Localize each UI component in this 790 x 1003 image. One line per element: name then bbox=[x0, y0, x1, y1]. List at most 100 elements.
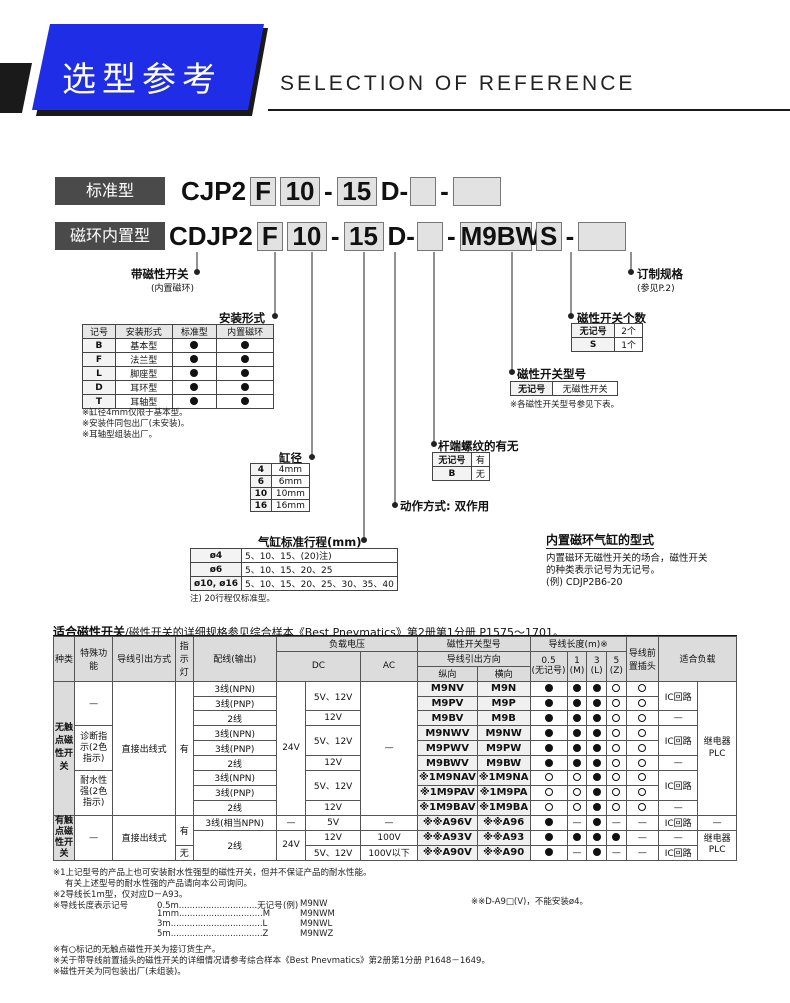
code-box-rod bbox=[416, 221, 443, 251]
head-kind: 种类 bbox=[52, 636, 76, 682]
func-diagnostic: 诊断指示(2色指示) bbox=[74, 725, 114, 772]
stroke-bore: ø6 bbox=[190, 562, 242, 577]
code-box-bore: 10 bbox=[280, 176, 321, 206]
load-none: — bbox=[658, 710, 699, 727]
stroke-values: 5、10、15、20、25、30、35、40 bbox=[240, 576, 398, 591]
stroke-title: 气缸标准行程(mm) bbox=[258, 535, 362, 549]
func-none: — bbox=[74, 680, 114, 727]
model-horizontal: ※※A96 bbox=[476, 814, 531, 831]
wiring: 2线 bbox=[192, 710, 277, 727]
page-title-en: SELECTION OF REFERENCE bbox=[280, 72, 636, 95]
model-vertical: M9NWV bbox=[417, 725, 478, 742]
mount-type: 耳环型 bbox=[114, 380, 173, 395]
dash-mark: — bbox=[625, 814, 660, 831]
model-horizontal: M9B bbox=[476, 710, 531, 727]
mount-note: ※耳轴型组装出厂。 bbox=[82, 430, 158, 440]
head-len-05: 0.5 bbox=[541, 656, 556, 667]
mount-code: L bbox=[82, 366, 116, 381]
wiring: 3线(PNP) bbox=[192, 740, 277, 757]
main-title-rule bbox=[53, 635, 737, 637]
circle-mark bbox=[572, 773, 581, 782]
circle-mark bbox=[638, 773, 647, 782]
dc-12v: 12V bbox=[305, 829, 362, 846]
model-value: 无磁性开关 bbox=[552, 381, 618, 396]
footnote: M9NWM bbox=[300, 909, 335, 919]
circle-mark bbox=[612, 699, 621, 707]
func-water-resistant: 耐水性强(2色指示) bbox=[74, 770, 114, 816]
head-model: 磁性开关型号 bbox=[417, 636, 531, 652]
wiring: 2线 bbox=[192, 829, 277, 861]
bore-code: 10 bbox=[250, 487, 272, 500]
head-len-1-sym: (M) bbox=[569, 666, 585, 677]
builtin-example: (例) CDJP2B6-20 bbox=[546, 577, 623, 588]
type-tag-magnetic: 磁环内置型 bbox=[55, 222, 165, 250]
dot-mark bbox=[572, 833, 581, 842]
code-box-custom bbox=[452, 176, 501, 206]
dash-mark: — bbox=[566, 814, 588, 831]
table-row: 3线(PNP) M9PWV M9PW bbox=[54, 740, 737, 757]
dot-mark bbox=[592, 788, 601, 797]
circle-mark bbox=[638, 743, 647, 752]
code-action: D bbox=[380, 175, 400, 206]
ac-100v: 100V bbox=[360, 829, 419, 846]
dot-mark bbox=[544, 818, 553, 827]
model-horizontal: ※1M9NA bbox=[476, 770, 531, 786]
code-dash: - bbox=[399, 175, 409, 206]
circle-mark bbox=[612, 773, 621, 782]
dash-mark: — bbox=[625, 844, 660, 861]
bore-code: 4 bbox=[250, 463, 272, 476]
dot-mark bbox=[190, 341, 199, 349]
wiring: 3线(PNP) bbox=[192, 784, 277, 801]
circle-mark bbox=[638, 803, 647, 812]
dot-mark bbox=[592, 773, 601, 782]
builtin-title: 内置磁环气缸的型式 bbox=[546, 533, 655, 549]
head-ac: AC bbox=[360, 650, 419, 682]
count-value: 1个 bbox=[614, 337, 643, 352]
model-prefix-standard: CJP2 bbox=[181, 175, 247, 206]
mount-note: ※安装件同包出厂(未安装)。 bbox=[82, 419, 190, 429]
dot-mark bbox=[592, 758, 601, 767]
indicator-yes: 有 bbox=[175, 814, 194, 846]
footnote: ※1上记型号的产品上也可安装耐水性强型的磁性开关，但并不保证产品的耐水性能。 bbox=[53, 868, 372, 878]
dot-mark bbox=[544, 743, 553, 752]
dot-mark bbox=[592, 848, 601, 857]
mount-note: ※缸径4mm仅限于基本型。 bbox=[82, 408, 188, 418]
mount-code: B bbox=[82, 338, 116, 353]
load-none: — bbox=[658, 755, 699, 772]
circle-mark bbox=[612, 743, 621, 752]
model-horizontal: ※※A90 bbox=[476, 844, 531, 861]
switch-model-note: ※各磁性开关型号参见下表。 bbox=[510, 400, 620, 410]
load-relay-plc: 继电器PLC bbox=[697, 680, 737, 816]
load-ic: IC回路 bbox=[658, 814, 699, 831]
dc-12v: 12V bbox=[305, 799, 362, 816]
footnote: 0.5m.............................无记号 bbox=[157, 901, 283, 911]
model-code: 无记号 bbox=[509, 381, 554, 396]
custom-label: 订制规格 bbox=[637, 267, 683, 281]
dc-5-12v: 5V、12V bbox=[305, 770, 362, 801]
rod-value: 有 bbox=[470, 452, 491, 467]
dot-mark bbox=[544, 713, 553, 722]
indicator-no: 无 bbox=[175, 844, 194, 861]
code-dash: - bbox=[446, 220, 456, 251]
code-dash: - bbox=[324, 175, 333, 206]
model-vertical: ※※A93V bbox=[417, 829, 478, 846]
code-box-rod bbox=[410, 176, 437, 206]
dot-mark bbox=[190, 397, 199, 405]
ac-none: — bbox=[360, 680, 419, 816]
footnote: M9NWZ bbox=[300, 929, 334, 939]
dot-mark bbox=[592, 713, 601, 722]
circle-mark bbox=[572, 803, 581, 812]
model-vertical: ※※A96V bbox=[417, 814, 478, 831]
dc-12v: 12V bbox=[305, 755, 362, 772]
